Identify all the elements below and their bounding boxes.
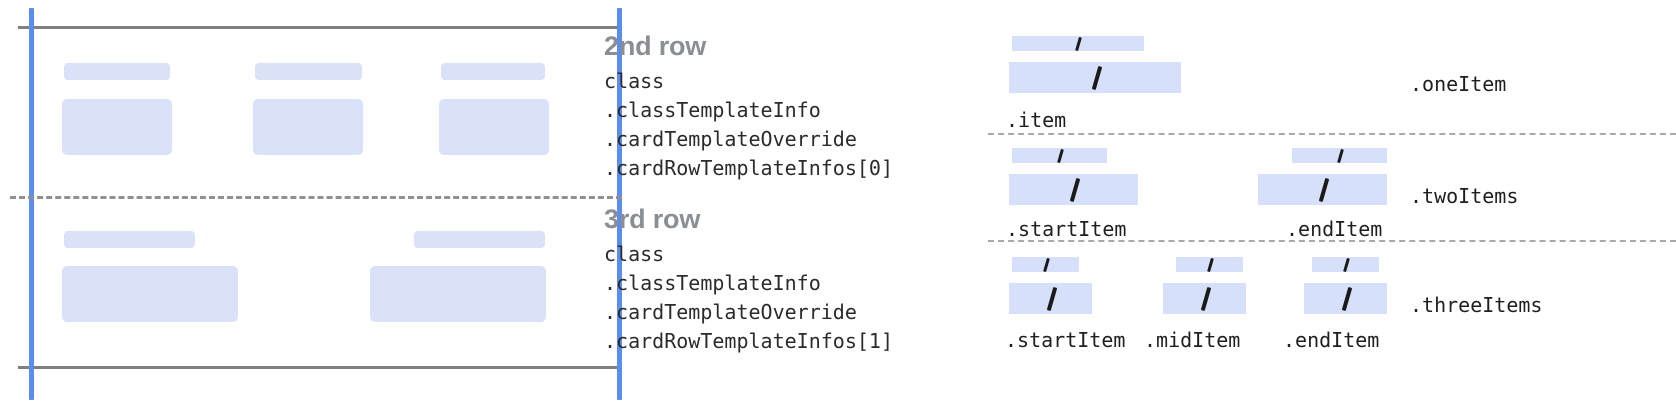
annotation-code-line: class: [604, 242, 665, 266]
annotation-code-line: .cardRowTemplateInfos[0]: [604, 156, 893, 180]
row2-cell2-body-placeholder: [253, 99, 363, 155]
variant-name-two-items: .twoItems: [1410, 184, 1519, 208]
slash-glyph-icon: [1200, 286, 1212, 312]
row3-cell1-body-placeholder: [62, 266, 238, 322]
annotation-title: 2nd row: [604, 31, 707, 61]
left-edge-guide: [29, 8, 34, 400]
variant-name-three-items: .threeItems: [1410, 293, 1543, 317]
slash-glyph-icon: [1069, 177, 1081, 203]
variant-name-one-item: .oneItem: [1410, 72, 1507, 96]
card-bottom-bound-line: [18, 366, 622, 369]
two-items-start-slot-title: [1012, 148, 1107, 163]
row3-cell1-title-placeholder: [64, 231, 195, 248]
variant-separator: [988, 240, 1676, 242]
slash-glyph-icon: [1318, 177, 1330, 203]
one-item-slot-title: [1012, 36, 1144, 51]
three-items-end-slot-body: [1304, 283, 1387, 314]
slash-glyph-icon: [1091, 65, 1103, 91]
row-divider-line: [10, 196, 622, 199]
card-top-bound-line: [18, 26, 622, 29]
annotation-code-line: .cardTemplateOverride: [604, 300, 857, 324]
annotation-code-line: .classTemplateInfo: [604, 98, 821, 122]
annotation-code-line: .cardRowTemplateInfos[1]: [604, 329, 893, 353]
row2-cell2-title-placeholder: [255, 63, 362, 80]
slash-glyph-icon: [1341, 286, 1353, 312]
three-items-mid-label: .midItem: [1144, 328, 1241, 352]
slash-glyph-icon: [1337, 148, 1344, 163]
row2-cell3-title-placeholder: [441, 63, 545, 80]
three-items-end-label: .endItem: [1283, 328, 1380, 352]
slash-glyph-icon: [1043, 257, 1050, 272]
two-items-start-label: .startItem: [1006, 217, 1127, 241]
three-items-start-slot-title: [1012, 257, 1079, 272]
slash-glyph-icon: [1075, 36, 1082, 51]
three-items-start-label: .startItem: [1005, 328, 1126, 352]
three-items-end-slot-title: [1312, 257, 1379, 272]
variant-separator: [988, 133, 1676, 135]
one-item-slot-body: [1009, 62, 1181, 93]
row2-cell1-body-placeholder: [62, 99, 172, 155]
annotation-code-line: .classTemplateInfo: [604, 271, 821, 295]
annotation-third-row: 3rd row class .classTemplateInfo .cardTe…: [604, 206, 893, 356]
two-items-end-slot-title: [1292, 148, 1387, 163]
one-item-label: .item: [1006, 108, 1067, 132]
three-items-mid-slot-body: [1163, 283, 1246, 314]
row2-cell1-title-placeholder: [64, 63, 170, 80]
slash-glyph-icon: [1207, 257, 1214, 272]
right-edge-guide: [617, 8, 622, 400]
item-variants-panel: .item .oneItem .startItem .endItem .twoI…: [980, 0, 1676, 412]
slash-glyph-icon: [1343, 257, 1350, 272]
two-items-end-label: .endItem: [1286, 217, 1383, 241]
annotation-title: 3rd row: [604, 204, 701, 234]
two-items-start-slot-body: [1009, 174, 1138, 205]
row2-cell3-body-placeholder: [439, 99, 549, 155]
row3-cell2-body-placeholder: [370, 266, 546, 322]
annotation-second-row: 2nd row class .classTemplateInfo .cardTe…: [604, 33, 893, 183]
three-items-mid-slot-title: [1176, 257, 1243, 272]
annotation-code-line: .cardTemplateOverride: [604, 127, 857, 151]
row3-cell2-title-placeholder: [414, 231, 545, 248]
annotation-code-line: class: [604, 69, 665, 93]
three-items-start-slot-body: [1009, 283, 1092, 314]
two-items-end-slot-body: [1258, 174, 1387, 205]
slash-glyph-icon: [1057, 148, 1064, 163]
slash-glyph-icon: [1046, 286, 1058, 312]
card-rows-preview: [0, 0, 630, 412]
